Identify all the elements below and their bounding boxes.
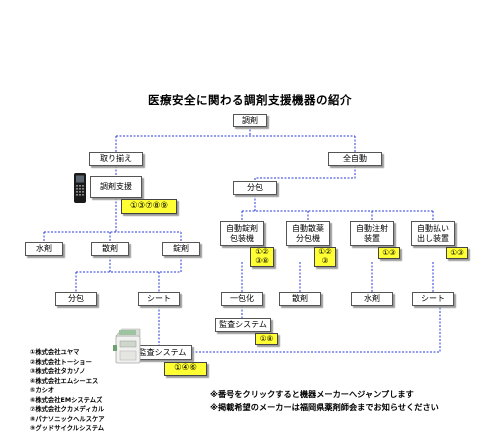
- node-auto-injection: 自動注射 装置: [350, 221, 394, 246]
- node-sheet-right: シート: [412, 292, 454, 306]
- legend-item: ⑥株式会社EMシステムズ: [30, 396, 103, 404]
- node-packaging: 分包: [233, 181, 277, 195]
- node-liquid: 水剤: [25, 242, 63, 256]
- notes: ※番号をクリックすると機器メーカーへジャンプします ※掲載希望のメーカーは福岡県…: [210, 388, 439, 413]
- maker-links-audit-bottom[interactable]: ①④⑥: [164, 362, 207, 376]
- audit-machine-icon: [113, 328, 141, 364]
- node-powder: 散剤: [91, 242, 129, 256]
- phone-device-icon: [74, 173, 86, 203]
- maker-legend: ①株式会社ユヤマ ②株式会社トーショー ③株式会社タカゾノ ④株式会社エムシーエ…: [30, 348, 105, 434]
- note-click-jump: ※番号をクリックすると機器メーカーへジャンプします: [210, 389, 414, 399]
- node-auto-dispensing: 自動払い 出し装置: [411, 221, 455, 246]
- node-auto-powder-divider: 自動散薬 分包機: [286, 221, 330, 246]
- legend-item: ⑨グッドサイクルシステム: [30, 425, 105, 432]
- legend-item: ①株式会社ユヤマ: [30, 349, 80, 356]
- node-tablet: 錠剤: [162, 242, 200, 256]
- maker-links-auto-tablet-packer[interactable]: ①② ③⑧: [250, 247, 274, 267]
- legend-item: ③株式会社タカゾノ: [30, 368, 86, 375]
- node-audit-center: 監査システム: [215, 318, 271, 332]
- maker-links-audit-center[interactable]: ①⑧: [255, 333, 278, 345]
- maker-links-auto-injection[interactable]: ①③: [378, 247, 400, 259]
- node-sheet-left: シート: [138, 292, 180, 306]
- node-auto: 全自動: [328, 152, 382, 166]
- maker-links-dispensing-support[interactable]: ①③⑦⑧⑨: [121, 199, 177, 214]
- legend-item: ④株式会社エムシーエス: [30, 377, 99, 385]
- legend-item: ⑧パナソニックヘルスケア: [30, 415, 105, 423]
- maker-links-auto-powder-divider[interactable]: ①② ③: [314, 247, 336, 267]
- node-dispensing-support: 調剤支援: [90, 176, 142, 198]
- node-single-dose: 一包化: [221, 292, 263, 306]
- page-title: 医療安全に関わる調剤支援機器の紹介: [148, 93, 352, 107]
- legend-item: ②株式会社トーショー: [30, 358, 92, 366]
- node-auto-liquid: 水剤: [351, 292, 393, 306]
- node-bundle-packaging: 分包: [55, 292, 97, 306]
- node-auto-powder: 散剤: [279, 292, 321, 306]
- legend-item: ⑦株式会社クカメディカル: [30, 406, 105, 413]
- node-auto-tablet-packer: 自動錠剤 包装機: [220, 221, 264, 246]
- legend-item: ⑤カシオ: [30, 387, 55, 394]
- note-listing-request: ※掲載希望のメーカーは福岡県薬剤師会までお知らせください: [210, 401, 439, 412]
- node-manual: 取り揃え: [89, 152, 143, 166]
- maker-links-auto-dispensing[interactable]: ①③: [446, 247, 468, 259]
- node-root: 調剤: [233, 114, 267, 127]
